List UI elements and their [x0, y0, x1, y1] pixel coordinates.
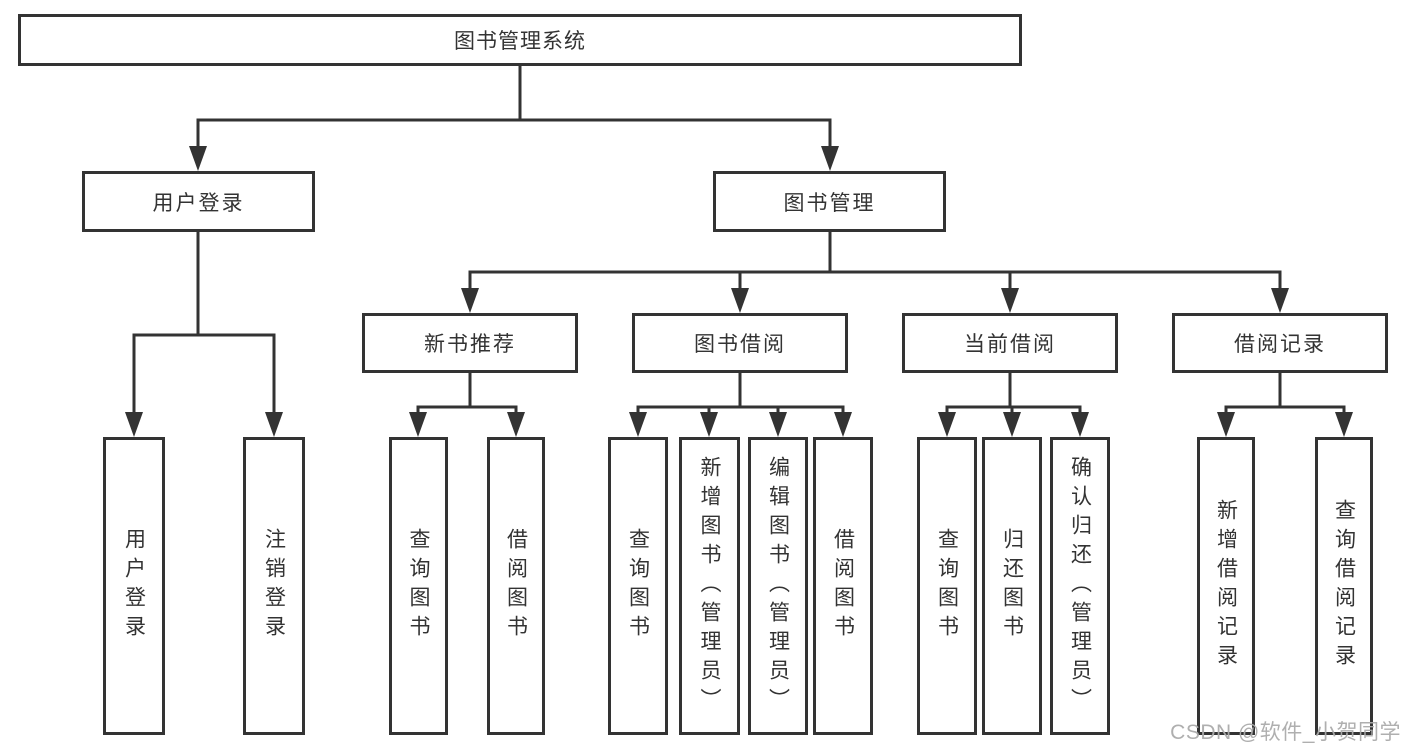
- node-book-borrow: 图书借阅: [632, 313, 848, 373]
- node-label: 图书管理系统: [454, 30, 586, 53]
- leaf-cb-query-books: 查询图书: [917, 437, 977, 735]
- leaf-bb-borrow-books: 借阅图书: [813, 437, 873, 735]
- leaf-logout: 注销登录: [243, 437, 305, 735]
- leaf-label: 注销登录: [262, 528, 286, 644]
- node-book-management-system: 图书管理系统: [18, 14, 1022, 66]
- node-book-management: 图书管理: [713, 171, 946, 232]
- node-label: 用户登录: [152, 191, 245, 215]
- node-borrow-records: 借阅记录: [1172, 313, 1388, 373]
- leaf-br-query-record: 查询借阅记录: [1315, 437, 1373, 735]
- leaf-bb-add-books-admin: 新增图书（管理员）: [679, 437, 740, 735]
- leaf-nbr-query-books: 查询图书: [389, 437, 448, 735]
- leaf-label: 用户登录: [122, 528, 146, 644]
- node-label: 当前借阅: [964, 333, 1056, 356]
- leaf-bb-query-books: 查询图书: [608, 437, 668, 735]
- leaf-label: 查询图书: [935, 528, 959, 644]
- node-label: 图书借阅: [694, 333, 786, 356]
- leaf-cb-return-books: 归还图书: [982, 437, 1042, 735]
- leaf-bb-edit-books-admin: 编辑图书（管理员）: [748, 437, 808, 735]
- node-label: 新书推荐: [424, 333, 516, 356]
- leaf-cb-confirm-return-admin: 确认归还（管理员）: [1050, 437, 1110, 735]
- leaf-label: 归还图书: [1000, 528, 1024, 644]
- leaf-label: 借阅图书: [504, 528, 528, 644]
- node-current-borrow: 当前借阅: [902, 313, 1118, 373]
- leaf-label: 确认归还（管理员）: [1068, 455, 1092, 717]
- leaf-user-login: 用户登录: [103, 437, 165, 735]
- leaf-label: 查询借阅记录: [1332, 499, 1356, 673]
- node-new-book-recommend: 新书推荐: [362, 313, 578, 373]
- leaf-label: 新增图书（管理员）: [698, 455, 721, 717]
- node-label: 借阅记录: [1234, 333, 1326, 356]
- leaf-label: 借阅图书: [831, 528, 855, 644]
- leaf-label: 新增借阅记录: [1214, 499, 1238, 673]
- leaf-label: 查询图书: [407, 528, 430, 644]
- leaf-br-add-record: 新增借阅记录: [1197, 437, 1255, 735]
- node-user-login: 用户登录: [82, 171, 315, 232]
- csdn-watermark: CSDN @软件_小贺同学: [1170, 721, 1401, 744]
- leaf-nbr-borrow-books: 借阅图书: [487, 437, 545, 735]
- node-label: 图书管理: [783, 191, 876, 215]
- leaf-label: 编辑图书（管理员）: [766, 455, 790, 717]
- leaf-label: 查询图书: [626, 528, 650, 644]
